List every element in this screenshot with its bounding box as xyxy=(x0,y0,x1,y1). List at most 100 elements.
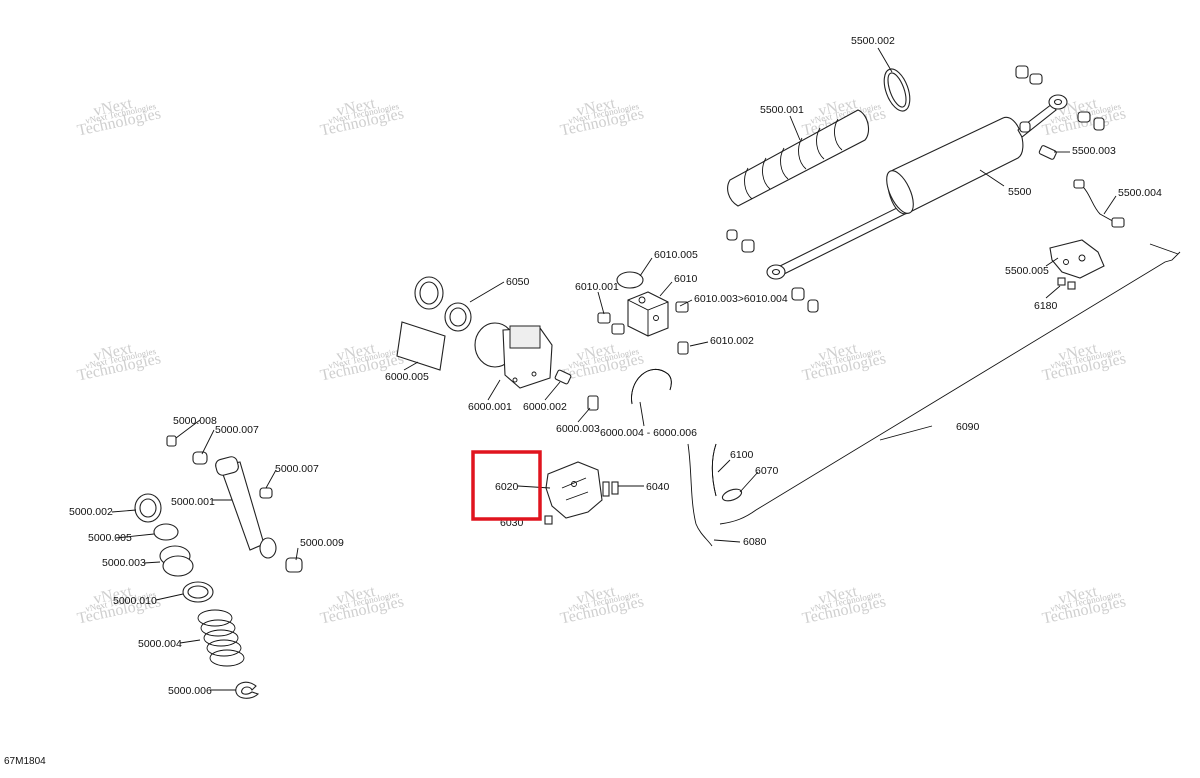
watermark: vNext Technologies vNext Technologies xyxy=(319,95,406,140)
part-label[interactable]: 5500.005 xyxy=(1005,265,1049,277)
bushing xyxy=(1077,111,1091,123)
watermark: vNext Technologies vNext Technologies xyxy=(559,583,646,628)
part-label[interactable]: 5500.003 xyxy=(1072,145,1116,157)
coil-spring xyxy=(197,609,245,667)
ring-5000-003 xyxy=(162,555,194,577)
compressor-assembly xyxy=(396,276,672,411)
part-label[interactable]: 6010.003>6010.004 xyxy=(694,293,788,305)
part-label[interactable]: 6040 xyxy=(646,481,670,493)
part-label[interactable]: 6020 xyxy=(495,481,519,493)
valve-fitting xyxy=(675,301,689,313)
part-label[interactable]: 6000.002 xyxy=(523,401,567,413)
fitting-6000-003 xyxy=(587,395,599,411)
hose-clamp-inner xyxy=(449,307,467,327)
watermark: vNext Technologies vNext Technologies xyxy=(319,583,406,628)
bracket-hole xyxy=(1078,254,1086,262)
watermark: vNext Technologies vNext Technologies xyxy=(559,95,646,140)
bolt-6040 xyxy=(602,481,610,497)
shock-lower-eye xyxy=(259,537,277,559)
part-label[interactable]: 5000.007 xyxy=(275,463,319,475)
part-label[interactable]: 5000.001 xyxy=(171,496,215,508)
clip-6070 xyxy=(721,488,743,502)
nut xyxy=(1067,281,1076,290)
part-label[interactable]: 6090 xyxy=(956,421,980,433)
sleeve-5000-007 xyxy=(259,487,273,499)
watermark: vNext Technologies vNext Technologies xyxy=(1041,583,1128,628)
part-label[interactable]: 6000.001 xyxy=(468,401,512,413)
part-label[interactable]: 5000.005 xyxy=(88,532,132,544)
valve-clamp xyxy=(616,271,644,289)
part-label[interactable]: 6050 xyxy=(506,276,530,288)
part-label[interactable]: 5000.007 xyxy=(215,424,259,436)
part-label[interactable]: 6080 xyxy=(743,536,767,548)
part-label[interactable]: 5000.010 xyxy=(113,595,157,607)
bushing-5000-009 xyxy=(285,557,303,573)
bushing xyxy=(1019,121,1031,133)
part-label[interactable]: 6000.005 xyxy=(385,371,429,383)
bushing xyxy=(807,299,819,313)
bushing xyxy=(791,287,805,301)
part-label[interactable]: 5000.008 xyxy=(173,415,217,427)
highlight-box xyxy=(471,450,542,521)
bracket-6020 xyxy=(545,461,603,519)
nut xyxy=(1057,277,1066,286)
ring-5000-005 xyxy=(153,523,179,541)
bellows-boot xyxy=(727,109,870,207)
part-label[interactable]: 6010.005 xyxy=(654,249,698,261)
watermark: vNext Technologies vNext Technologies xyxy=(76,95,163,140)
part-label[interactable]: 5000.003 xyxy=(102,557,146,569)
bolt-6040 xyxy=(611,481,619,495)
hose-clamp-inner xyxy=(419,281,439,305)
valve-fitting-6010-002 xyxy=(677,341,689,355)
part-label[interactable]: 6000.003 xyxy=(556,423,600,435)
bushing xyxy=(1015,65,1029,79)
part-label[interactable]: 5000.009 xyxy=(300,537,344,549)
bushing xyxy=(726,229,738,241)
sleeve-5000-007 xyxy=(192,451,208,465)
part-labels: 5500.002 5500.001 5500.003 5500 5500.004… xyxy=(69,35,1162,697)
air-line-6090 xyxy=(719,251,1181,525)
valve-block xyxy=(597,271,689,355)
part-label[interactable]: 6180 xyxy=(1034,300,1058,312)
part-label[interactable]: 5000.002 xyxy=(69,506,113,518)
bushing xyxy=(1093,117,1105,131)
part-label[interactable]: 5000.004 xyxy=(138,638,182,650)
air-cylinder-assembly xyxy=(726,65,1125,313)
bushing xyxy=(1029,73,1043,85)
part-label[interactable]: 6010 xyxy=(674,273,698,285)
filter-pad xyxy=(396,321,446,371)
rod-end-eye-hole xyxy=(771,268,781,276)
part-label[interactable]: 6010.002 xyxy=(710,335,754,347)
air-fitting xyxy=(1038,145,1057,160)
part-label[interactable]: 5500.004 xyxy=(1118,187,1162,199)
fitting-6000-002 xyxy=(554,369,572,385)
valve-fitting xyxy=(611,323,625,335)
air-line-fitting xyxy=(1073,179,1085,189)
cylinder-rod xyxy=(779,203,910,275)
ring-5000-010-inner xyxy=(187,585,209,599)
valve-fitting xyxy=(597,312,611,324)
bushing-5000-008 xyxy=(166,435,177,447)
part-label[interactable]: 6100 xyxy=(730,449,754,461)
part-label[interactable]: 5500.001 xyxy=(760,104,804,116)
part-label[interactable]: 6070 xyxy=(755,465,779,477)
watermark: vNext Technologies vNext Technologies xyxy=(801,583,888,628)
mounting-bracket xyxy=(1049,239,1105,279)
spring-seat-inner xyxy=(139,498,157,518)
upper-eye-hole xyxy=(1053,98,1063,106)
nut-6030 xyxy=(544,515,553,525)
part-label[interactable]: 5000.006 xyxy=(168,685,212,697)
watermark: vNext Technologies vNext Technologies xyxy=(76,340,163,385)
air-hose xyxy=(631,368,672,405)
shock-upper-eye xyxy=(215,456,239,476)
watermark: vNext Technologies vNext Technologies xyxy=(1041,340,1128,385)
part-label[interactable]: 5500.002 xyxy=(851,35,895,47)
cylinder-end-cap xyxy=(886,170,914,214)
hose-set xyxy=(687,443,743,547)
boot-clamp-inner xyxy=(887,72,907,108)
snap-ring xyxy=(235,681,260,699)
part-label[interactable]: 5500 xyxy=(1008,186,1032,198)
part-label[interactable]: 6000.004 - 6000.006 xyxy=(600,427,697,439)
part-label[interactable]: 6010.001 xyxy=(575,281,619,293)
